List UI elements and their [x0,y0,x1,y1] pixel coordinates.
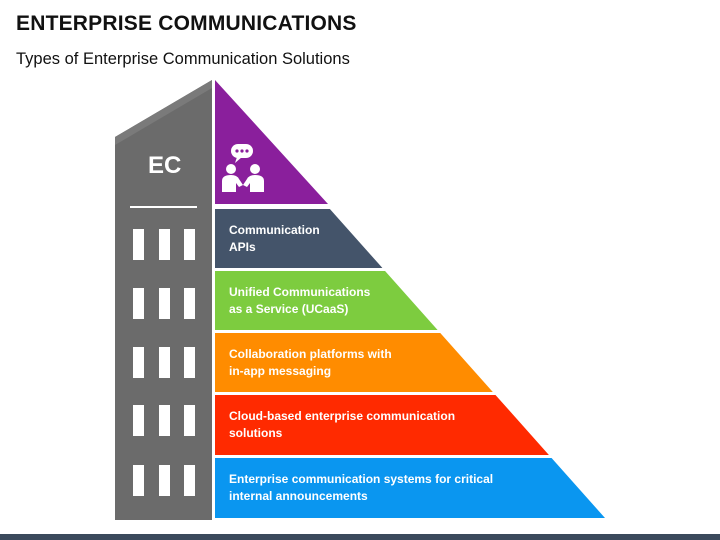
layer-label-line: Communication [229,223,320,237]
layer-label-line: solutions [229,426,283,440]
building-window [159,288,170,319]
pyramid-layer [215,395,549,455]
layer-label-line: in-app messaging [229,364,332,378]
building-roof-shade [115,80,212,145]
bottom-bar [0,534,720,540]
building-window [159,405,170,436]
pyramid-apex [215,80,328,204]
building [115,80,212,520]
people-chat-icon [222,144,264,192]
pyramid-layers [215,209,605,518]
layer-label-line: Collaboration platforms with [229,347,392,361]
layer-label-line: Cloud-based enterprise communication [229,409,456,423]
page-title: ENTERPRISE COMMUNICATIONS [16,12,357,35]
pyramid-layer [215,209,383,268]
building-window [184,405,195,436]
pyramid-layer-label: Enterprise communication systems for cri… [229,471,493,505]
layer-label-line: Enterprise communication systems for cri… [229,472,494,486]
building-window [133,465,144,496]
layer-label-line: internal announcements [229,489,368,503]
building-label: EC [148,152,182,179]
pyramid-layer-label: Cloud-based enterprise communication solu… [229,408,455,442]
building-window [184,465,195,496]
building-window [133,405,144,436]
building-window [133,347,144,378]
pyramid-layer-label: Collaboration platforms with in-app messa… [229,346,392,380]
building-window [184,347,195,378]
building-windows [133,229,195,496]
building-window [184,229,195,260]
building-window [159,465,170,496]
building-window [133,229,144,260]
layer-label-line: APIs [229,240,256,254]
page-subtitle: Types of Enterprise Communication Soluti… [16,50,350,68]
layer-label-line: Unified Communications [229,285,371,299]
layer-label-line: as a Service (UCaaS) [229,302,349,316]
pyramid-layer [215,271,438,330]
building-window [133,288,144,319]
pyramid-layer-label: Unified Communications as a Service (UCaa… [229,284,370,318]
pyramid-layer [215,458,605,518]
building-window [159,347,170,378]
building-window [184,288,195,319]
building-window [159,229,170,260]
pyramid-layer [215,333,493,392]
